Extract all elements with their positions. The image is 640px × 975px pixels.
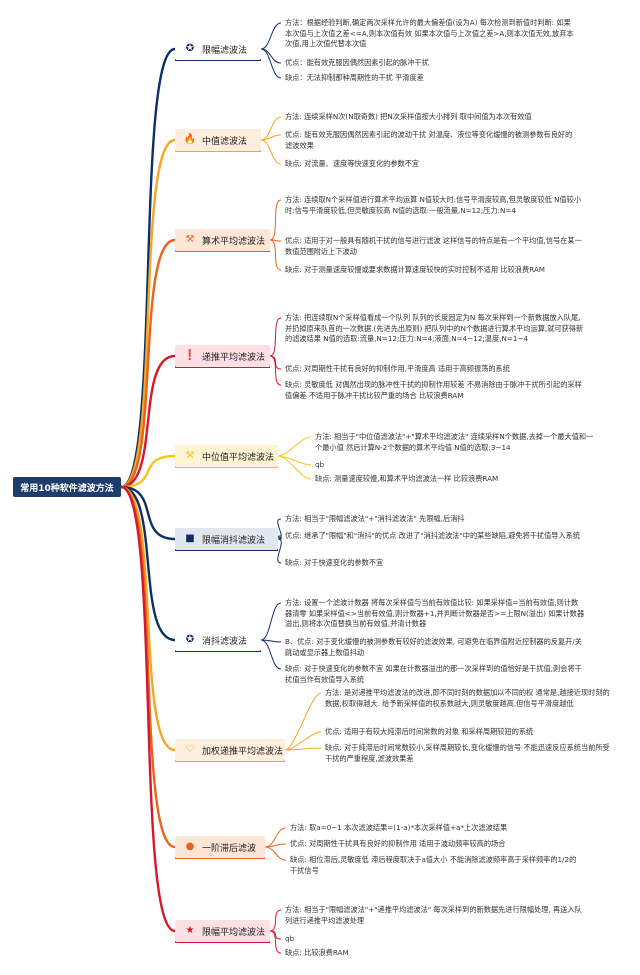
branch-node[interactable]: ● 一阶滞后滤波: [175, 836, 265, 858]
heart-icon: ♡: [185, 744, 195, 755]
branch-label: 中值滤波法: [202, 136, 248, 147]
branch-connector: [120, 354, 176, 489]
branch-connector: [120, 454, 176, 489]
branch-node[interactable]: ⚒ 中位值平均滤波法: [175, 445, 278, 467]
branch-label: 限幅平均滤波法: [202, 927, 266, 938]
note-connector: [260, 134, 282, 141]
branch-label: 中位值平均滤波法: [202, 452, 275, 463]
branch-node[interactable]: ♡ 加权递推平均滤波法: [175, 739, 285, 761]
hammer-icon: ⚒: [185, 234, 195, 245]
note-text: 缺点: 比较浪费RAM: [285, 948, 349, 957]
note-connector: [284, 747, 322, 751]
note-connector: [264, 846, 287, 861]
note-text: 方法: 把连续取N个采样值看成一个队列 队列的长度固定为N 每次采样到一个新数据…: [285, 313, 584, 343]
note-text: 缺点：无法抑制那种周期性的干扰 平滑度差: [285, 73, 424, 82]
note-connector: [269, 909, 282, 932]
branch-label: 一阶滞后滤波: [202, 843, 257, 854]
fire-icon: 🔥: [183, 134, 197, 145]
note-text: 优点: 对周期性干扰具有良好的抑制作用 适用于波动频率较高的场合: [290, 839, 506, 848]
medal-icon: ✪: [185, 634, 195, 645]
note-connector: [269, 317, 282, 357]
branch-node[interactable]: ❗ 递推平均滤波法: [175, 345, 270, 367]
note-text: 缺点: 相位滞后,灵敏度低 滞后程度取决于a值大小 不能消除滤波频率高于采样频率…: [290, 855, 577, 875]
note-text: 缺点: 对流量、速度等快速变化的参数不宜: [285, 159, 420, 168]
note-text: 缺点: 灵敏度低 对偶然出现的脉冲性干扰的抑制作用较差 不易消除由于脉冲干扰所引…: [285, 380, 582, 400]
alert-icon: ❗: [183, 350, 197, 361]
branch-label: 限幅滤波法: [202, 45, 248, 56]
note-connector: [260, 48, 282, 79]
note-connector: [269, 239, 282, 271]
note-text: 缺点: 对于测量速度较慢或要求数据计算速度较快的实时控制不适用 比较浪费RAM: [285, 265, 546, 274]
globe-icon: ●: [185, 841, 195, 852]
note-text: 优点: 继承了"限幅"和"消抖"的优点 改进了"消抖滤波法"中的某些缺陷,避免将…: [285, 531, 581, 540]
note-text: 方法: 相当于"限幅滤波法"+"递推平均滤波法" 每次采样到的新数据先进行限幅处…: [285, 905, 582, 925]
branch-node[interactable]: ★ 限幅平均滤波法: [175, 920, 270, 942]
note-connector: [277, 455, 312, 480]
note-text: 方法：根据经验判断,确定两次采样允许的最大偏差值(设为A) 每次检测到新值时判断…: [285, 18, 574, 48]
note-connector: [269, 355, 282, 386]
branch-label: 算术平均滤波法: [202, 236, 266, 247]
branch-connector: [120, 485, 176, 752]
note-connector: [260, 639, 282, 670]
branch-connector: [120, 138, 176, 489]
branch-node[interactable]: ✪ 消抖滤波法: [175, 629, 261, 651]
branch-label: 消抖滤波法: [202, 636, 248, 647]
note-text: 方法: 相当于"中位值滤波法"+"算术平均滤波法" 连续采样N个数据,去掉一个最…: [315, 432, 594, 452]
branch-connector: [120, 485, 176, 541]
note-text: B、优点: 对于变化缓慢的被测参数有较好的滤波效果, 可避免在临界值附近控制器的…: [285, 637, 582, 657]
note-connector: [264, 843, 287, 848]
note-text: 优点: 适用于有较大纯滞后时间常数的对象 和采样周期较短的系统: [325, 727, 534, 736]
note-text: 缺点: 对于快速变化的参数不宜: [285, 558, 384, 567]
branch-connector: [120, 485, 176, 849]
note-connector: [260, 139, 282, 165]
note-text: 优点: 适用于对一般具有随机干扰的信号进行滤波 这样信号的特点是有一个平均值,信…: [285, 236, 582, 256]
note-text: 方法: 取a=0~1 本次滤波结果=(1-a)*本次采样值+a*上次滤波结果: [290, 823, 508, 832]
branch-connector: [120, 238, 176, 489]
branch-node[interactable]: ⚒ 算术平均滤波法: [175, 229, 270, 251]
note-text: 缺点: 对于纯滞后时间常数较小,采样周期较长,变化缓慢的信号 不能迅速反应系统当…: [325, 743, 610, 763]
square-icon: ■: [185, 533, 195, 544]
note-connector: [260, 116, 282, 141]
branch-connector: [120, 47, 176, 489]
note-text: 优点: 对周期性干扰有良好的抑制作用,平滑度高 适用于高频振荡的系统: [285, 364, 510, 373]
note-connector: [284, 692, 322, 751]
note-text: 优点: 能有效克服因偶然因素引起的波动干扰 对温度、液位等变化缓慢的被测参数有良…: [285, 130, 573, 150]
note-text: 优点：能有效克服因偶然因素引起的脉冲干扰: [285, 58, 429, 67]
note-connector: [260, 48, 282, 64]
note-text: qb: [315, 460, 325, 469]
note-text: 方法: 是对递推平均滤波法的改进,即不同时刻的数据加以不同的权 通常是,越接近现…: [325, 688, 610, 708]
note-connector: [269, 930, 282, 954]
branch-node[interactable]: ■ 限幅消抖滤波法: [175, 528, 278, 550]
branch-label: 递推平均滤波法: [202, 352, 266, 363]
note-text: 缺点: 对于快速变化的参数不宜 如果在计数器溢出的那一次采样到的值恰好是干扰值,…: [285, 664, 582, 684]
note-text: 缺点: 测量速度较慢,和算术平均滤波法一样 比较浪费RAM: [315, 474, 499, 483]
note-text: qb: [285, 934, 295, 943]
note-connector: [269, 199, 282, 241]
note-connector: [277, 538, 282, 564]
note-connector: [260, 22, 282, 50]
branch-node[interactable]: ✪ 限幅滤波法: [175, 38, 261, 60]
note-connector: [277, 436, 312, 457]
star-icon: ★: [185, 925, 195, 936]
note-connector: [277, 518, 282, 540]
hammer-icon: ⚒: [185, 450, 195, 461]
note-text: 方法: 设置一个滤波计数器 将每次采样值与当前有效值比较: 如果采样值=当前有效…: [285, 598, 585, 628]
branch-label: 加权递推平均滤波法: [202, 746, 284, 757]
note-text: 方法: 连续取N个采样值进行算术平均运算 N值较大时:信号平滑度较高,但灵敏度较…: [285, 195, 582, 215]
note-text: 方法: 相当于"限幅滤波法"+"消抖滤波法" 先限幅,后消抖: [285, 514, 465, 523]
note-connector: [284, 731, 322, 751]
branch-node[interactable]: 🔥 中值滤波法: [175, 129, 261, 151]
branch-label: 限幅消抖滤波法: [202, 535, 266, 546]
medal-icon: ✪: [185, 43, 195, 54]
branch-connector: [120, 485, 176, 642]
root-topic[interactable]: 常用10种软件滤波方法: [13, 477, 121, 497]
note-text: 方法: 连续采样N次(N取奇数) 把N次采样值按大小排列 取中间值为本次有效值: [285, 112, 532, 121]
branch-connector: [120, 485, 176, 933]
note-connector: [260, 602, 282, 641]
